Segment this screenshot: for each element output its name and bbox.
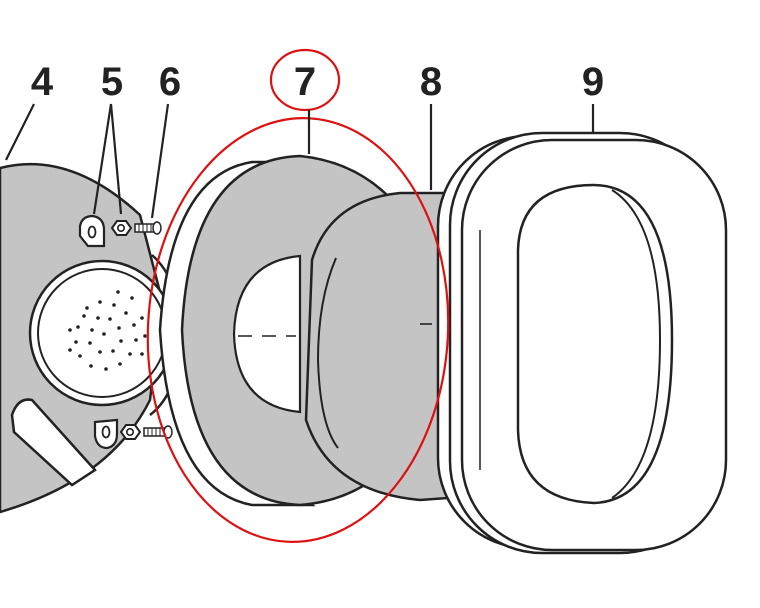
callout-4: 4 <box>31 60 54 104</box>
callout-6: 6 <box>159 60 181 104</box>
callout-8: 8 <box>420 60 442 104</box>
part-8-ear-cushion-pad <box>304 191 450 502</box>
callout-7-circle <box>269 48 341 112</box>
part-5-mounting-tabs-and-nuts <box>78 214 142 450</box>
callout-9: 9 <box>582 60 604 104</box>
speaker-perforation-dots <box>68 290 147 371</box>
part-6-screws <box>134 221 173 439</box>
part-9-outer-ear-cushion <box>436 131 728 555</box>
leader-lines <box>5 103 595 219</box>
callout-7: 7 <box>294 60 316 104</box>
callout-5: 5 <box>101 60 123 104</box>
callout-numbers: 4 5 6 7 8 9 <box>31 60 604 104</box>
